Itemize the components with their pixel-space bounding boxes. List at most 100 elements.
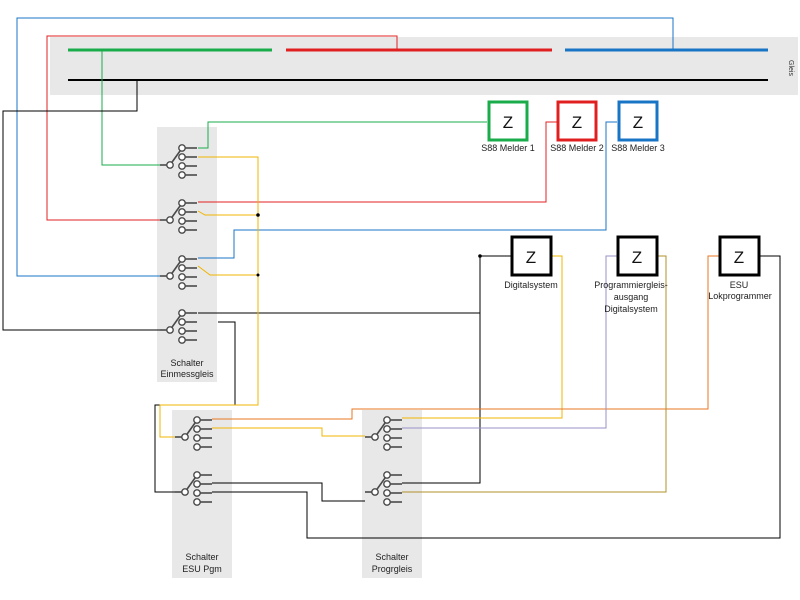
device-programmiergleis: Z Programmiergleis- ausgang Digitalsyste…	[594, 235, 668, 314]
switch-contact	[193, 480, 201, 488]
wire-olive-prog	[402, 255, 667, 493]
wire-red-melder2	[198, 121, 557, 203]
switch-contact	[383, 480, 391, 488]
switch-contact	[178, 264, 186, 272]
device-label-line: Programmiergleis-	[594, 280, 668, 290]
wire-lavender-prog	[402, 255, 617, 429]
device-digitalsystem: Z Digitalsystem	[504, 235, 558, 290]
wire-blue-track	[16, 17, 674, 277]
switch-group-label: Progrgleis	[372, 564, 413, 574]
device-box	[510, 235, 553, 277]
track-label: Gleis	[787, 60, 794, 76]
switches	[160, 144, 402, 506]
detector-melder1: Z S88 Melder 1	[481, 100, 535, 153]
wires	[2, 17, 781, 539]
switch-pivot	[166, 326, 174, 334]
switch-contact	[383, 416, 391, 424]
wire-green-melder1	[198, 121, 487, 149]
rotary-switch[interactable]	[175, 471, 212, 506]
switch-contact	[193, 425, 201, 433]
rotary-switch[interactable]	[365, 471, 402, 506]
switch-pivot	[181, 433, 189, 441]
switch-pivot	[166, 272, 174, 280]
wire-red-track	[46, 35, 398, 221]
switch-contact	[383, 434, 391, 442]
device-label-line: Lokprogrammer	[708, 291, 772, 301]
device-label-line: Digitalsystem	[504, 280, 558, 290]
melder-label: S88 Melder 1	[481, 143, 535, 153]
switch-contact	[178, 153, 186, 161]
melder-box	[487, 100, 529, 142]
device-label-line: ESU	[730, 280, 749, 290]
switch-contact	[383, 471, 391, 479]
device-symbol: Z	[632, 248, 642, 267]
switch-contact	[193, 416, 201, 424]
switch-pivot	[371, 433, 379, 441]
wire-yellow-4	[212, 427, 365, 437]
switch-contact	[178, 226, 186, 234]
device-lokprogrammer: Z ESU Lokprogrammer	[708, 235, 772, 301]
switch-contact	[178, 208, 186, 216]
switch-contact	[178, 282, 186, 290]
wire-yellow-2	[197, 210, 258, 216]
switch-contact	[193, 443, 201, 451]
wire-black-common	[2, 80, 160, 331]
device-label-line: Digitalsystem	[604, 304, 658, 314]
junction-dot	[256, 213, 260, 217]
switch-contact	[383, 443, 391, 451]
switch-group-label: Schalter	[375, 552, 408, 562]
switch-contact	[178, 327, 186, 335]
rotary-switch[interactable]	[365, 416, 402, 451]
wire-black-digitalsystem	[198, 255, 512, 314]
wire-black-progr-common	[212, 482, 365, 502]
rotary-switch[interactable]	[175, 416, 212, 451]
device-box	[718, 235, 761, 277]
switch-contact	[193, 489, 201, 497]
melder-label: S88 Melder 2	[550, 143, 604, 153]
switch-contact	[383, 498, 391, 506]
junction-dot	[256, 273, 260, 277]
wire-green-track	[101, 50, 160, 166]
switch-group-label: ESU Pgm	[182, 564, 222, 574]
wire-black-lokprogrammer	[212, 255, 781, 539]
wire-orange-lokprog	[212, 255, 720, 420]
melder-box	[617, 100, 659, 142]
melder-box	[556, 100, 598, 142]
switch-contact	[383, 489, 391, 497]
rotary-switch[interactable]	[160, 255, 197, 290]
switch-contact	[178, 273, 186, 281]
switch-pivot	[166, 216, 174, 224]
wire-yellow-3	[197, 265, 258, 276]
switch-contact	[178, 217, 186, 225]
switch-contact	[193, 434, 201, 442]
switch-contact	[178, 336, 186, 344]
switch-contact	[178, 318, 186, 326]
junction-dot	[478, 254, 482, 258]
device-symbol: Z	[734, 248, 744, 267]
device-box	[616, 235, 659, 277]
switch-group-label: Schalter	[185, 552, 218, 562]
switch-group-label: Schalter	[170, 358, 203, 368]
rotary-switch[interactable]	[160, 199, 197, 234]
switch-group-label: Einmessgleis	[160, 369, 214, 379]
detector-melder2: Z S88 Melder 2	[550, 100, 604, 153]
rotary-switch[interactable]	[160, 144, 197, 179]
melder-symbol: Z	[633, 113, 643, 132]
switch-contact	[178, 255, 186, 263]
switch-pivot	[166, 161, 174, 169]
detector-melder3: Z S88 Melder 3	[611, 100, 665, 153]
switch-contact	[178, 144, 186, 152]
switch-contact	[178, 199, 186, 207]
wire-black-progrgleis-top	[402, 256, 481, 484]
switch-pivot	[181, 488, 189, 496]
track-area	[50, 37, 798, 95]
switch-contact	[383, 425, 391, 433]
rotary-switch[interactable]	[160, 309, 197, 344]
wire-yellow-main	[159, 156, 259, 438]
switch-contact	[193, 498, 201, 506]
track: Gleis	[50, 37, 798, 95]
melder-symbol: Z	[572, 113, 582, 132]
switch-contact	[193, 471, 201, 479]
melder-label: S88 Melder 3	[611, 143, 665, 153]
